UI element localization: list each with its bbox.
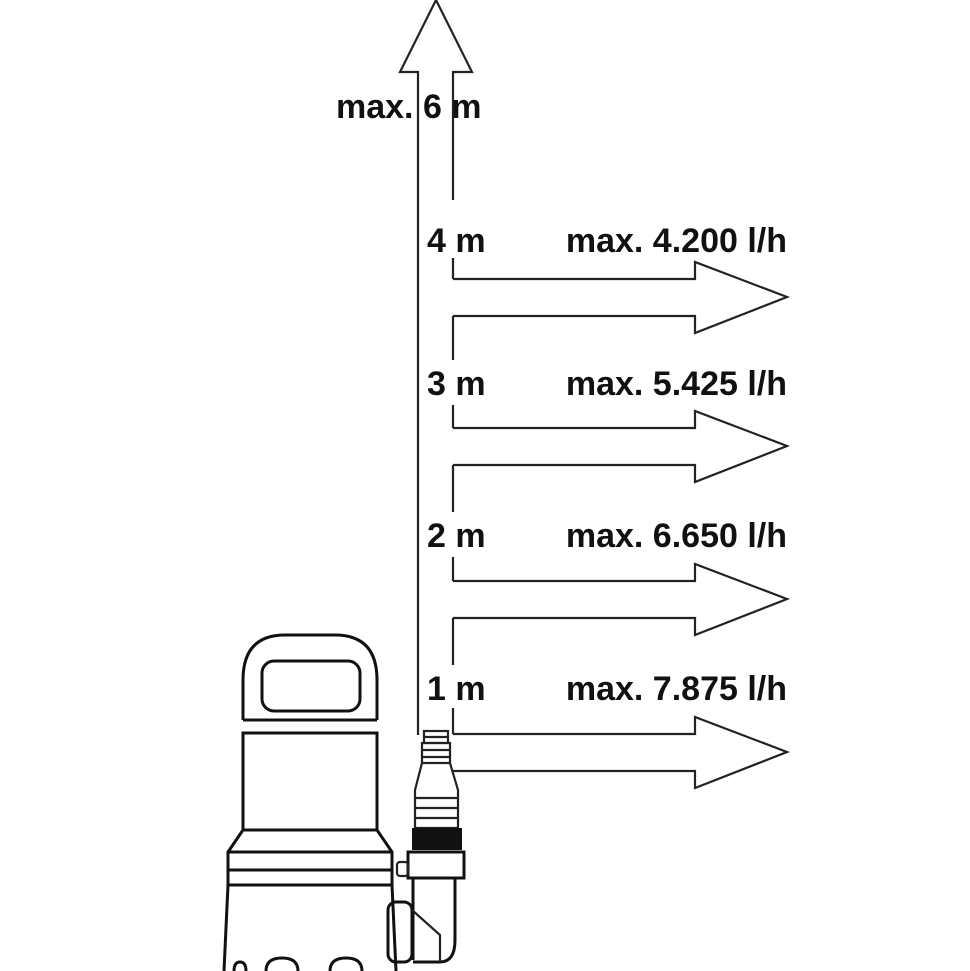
height-label-1m: 1 m (427, 670, 486, 708)
flow-label-1m: max. 7.875 l/h (566, 670, 787, 708)
flow-arrow-1m (453, 715, 791, 790)
flow-arrow-4m (453, 260, 791, 335)
height-label-2m: 2 m (427, 517, 486, 555)
height-label-3m: 3 m (427, 365, 486, 403)
max-height-label: max. 6 m (336, 88, 482, 126)
flow-label-2m: max. 6.650 l/h (566, 517, 787, 555)
vertical-height-arrow (398, 0, 474, 735)
height-label-4m: 4 m (427, 222, 486, 260)
flow-label-3m: max. 5.425 l/h (566, 365, 787, 403)
flow-label-4m: max. 4.200 l/h (566, 222, 787, 260)
hose-connector (386, 729, 466, 964)
submersible-pump-illustration (222, 633, 466, 971)
flow-arrow-2m (453, 562, 791, 637)
flow-arrow-3m (453, 409, 791, 484)
